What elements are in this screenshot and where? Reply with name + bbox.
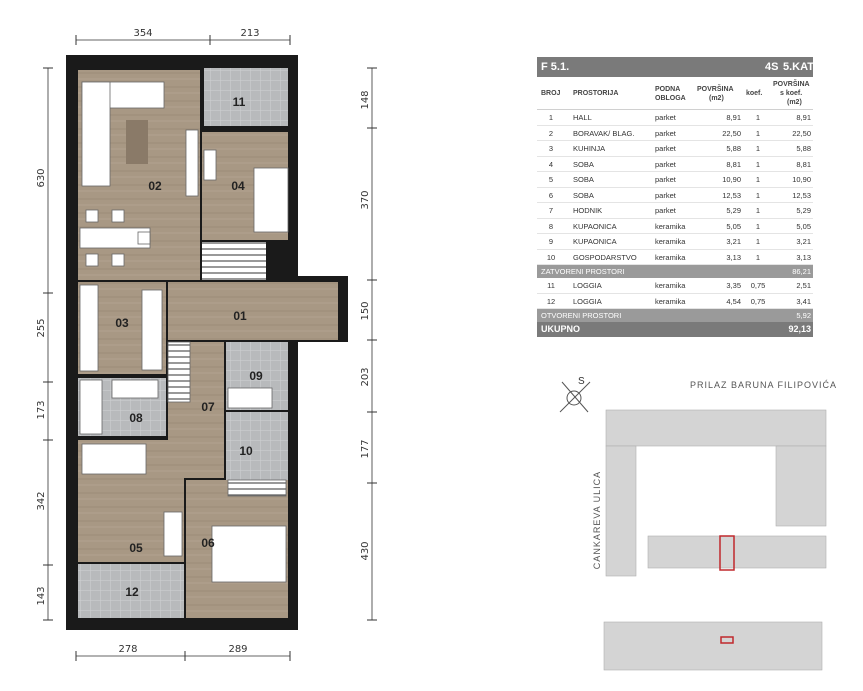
bathtub-icon-2 — [227, 387, 273, 409]
furniture — [79, 81, 289, 583]
open-spaces-total: 5,92 — [796, 311, 811, 320]
dim-left-2: 255 — [36, 318, 47, 337]
compass-icon: S — [559, 376, 591, 413]
bed-icon — [253, 167, 289, 233]
total-row: UKUPNO 92,13 — [537, 322, 813, 337]
open-spaces-label: OTVORENI PROSTORI — [541, 311, 622, 320]
header-obloga: OBLOGA — [655, 95, 686, 102]
dim-right-1: 148 — [360, 90, 371, 109]
dim-right-2: 370 — [360, 190, 371, 209]
header-pk1: POVRŠINA — [773, 81, 810, 88]
dim-left-3: 173 — [36, 400, 47, 419]
dim-right-3: 150 — [360, 301, 371, 320]
dim-right-4: 203 — [360, 367, 371, 386]
dim-left-1: 630 — [36, 168, 47, 187]
closed-spaces-total: 86,21 — [792, 267, 811, 276]
total-value: 92,13 — [788, 324, 811, 334]
dim-top-1: 354 — [133, 28, 152, 39]
dim-right-6: 430 — [360, 541, 371, 560]
room-labels: 01 02 03 04 05 06 07 08 09 10 11 12 — [115, 95, 263, 599]
header-prostorija: PROSTORIJA — [573, 90, 619, 97]
dim-left-5: 143 — [36, 586, 47, 605]
street-label-left: CANKAREVA ULICA — [592, 470, 603, 570]
dim-left-4: 342 — [36, 491, 47, 510]
dim-top-2: 213 — [240, 28, 259, 39]
dimension-top: 354 213 — [75, 28, 291, 45]
compass-label: S — [578, 376, 585, 387]
area-table: F 5.1. 4S 5.KAT BROJ PROSTORIJA PODNA OB… — [537, 57, 814, 337]
header-povrsina: POVRŠINA — [697, 86, 734, 93]
dimension-right: 148 370 150 203 177 430 — [360, 67, 377, 621]
room-10-label: 10 — [239, 444, 253, 458]
open-spaces-row: OTVORENI PROSTORI 5,92 — [537, 309, 813, 322]
table-header: BROJ PROSTORIJA PODNA OBLOGA POVRŠINA (m… — [537, 77, 813, 110]
room-01-label: 01 — [233, 309, 247, 323]
dim-bottom-1: 278 — [118, 644, 137, 655]
room-03-label: 03 — [115, 316, 129, 330]
dim-right-5: 177 — [360, 439, 371, 458]
unit-code: F 5.1. — [541, 61, 570, 73]
room-02-label: 02 — [148, 179, 162, 193]
room-12-label: 12 — [125, 585, 139, 599]
header-broj: BROJ — [541, 90, 561, 97]
dimension-bottom: 278 289 — [75, 644, 291, 661]
bed-icon-2 — [81, 443, 147, 475]
header-podna: PODNA — [655, 86, 681, 93]
unit-type: 4S — [765, 61, 779, 73]
unit-floor: 5.KAT — [783, 61, 814, 73]
room-07-label: 07 — [201, 400, 215, 414]
unit-highlight-2 — [720, 636, 734, 644]
street-label-top: PRILAZ BARUNA FILIPOVIĆA — [690, 380, 838, 390]
unit-highlight — [719, 535, 735, 571]
table-title-bar: F 5.1. 4S 5.KAT — [537, 57, 814, 77]
bed-icon-3 — [211, 525, 287, 583]
room-06-label: 06 — [201, 536, 215, 550]
room-09-label: 09 — [249, 369, 263, 383]
header-povrsina-unit: (m2) — [709, 95, 724, 102]
room-04-label: 04 — [231, 179, 245, 193]
total-label: UKUPNO — [541, 324, 581, 334]
header-pk2: s koef. — [780, 90, 803, 97]
room-11-label: 11 — [233, 95, 246, 109]
bathtub-icon — [79, 379, 103, 435]
closed-spaces-row: ZATVORENI PROSTORI 86,21 — [537, 265, 813, 278]
dim-bottom-2: 289 — [228, 644, 247, 655]
header-koef: koef. — [746, 90, 763, 97]
room-08-label: 08 — [129, 411, 143, 425]
dimension-left: 630 255 173 342 143 — [36, 67, 53, 621]
closed-spaces-label: ZATVORENI PROSTORI — [541, 267, 625, 276]
site-map: S — [559, 376, 827, 671]
room-05-label: 05 — [129, 541, 143, 555]
header-pk3: (m2) — [787, 99, 802, 106]
